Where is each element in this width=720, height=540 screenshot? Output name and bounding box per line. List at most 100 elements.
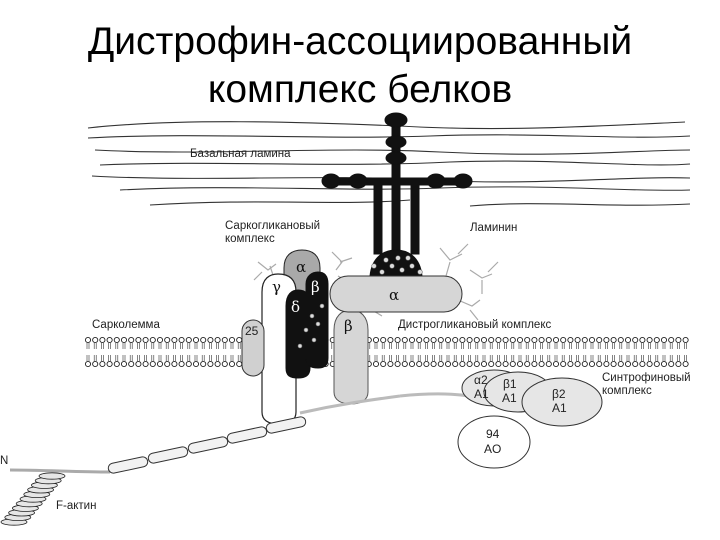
lipid-tail (216, 343, 219, 361)
lipid-tail (583, 343, 587, 361)
sarcospan-label: 25 (245, 324, 259, 338)
lipid-head (437, 336, 444, 344)
lipid-head (113, 360, 120, 368)
sg-delta-label: δ (291, 298, 300, 316)
lipid-tail (209, 343, 212, 361)
lipid-head (531, 360, 538, 368)
lipid-tail (381, 343, 385, 361)
lipid-head (171, 336, 178, 344)
lipid-tail (605, 343, 608, 361)
lipid-head (524, 360, 531, 368)
lipid-tail (180, 343, 183, 361)
lipid-head (120, 336, 128, 344)
lipid-tail (561, 343, 565, 361)
lipid-head (430, 336, 437, 344)
lipid-tail (144, 343, 147, 361)
lipid-tail (489, 343, 493, 361)
lipid-head (372, 360, 380, 368)
syn-a2-bottom: A1 (474, 387, 489, 401)
lipid-head (603, 360, 610, 368)
lipid-head (660, 336, 668, 344)
lipid-tail (453, 343, 457, 361)
lipid-head (221, 336, 228, 344)
lipid-head (236, 336, 243, 344)
slide-title: Дистрофин-ассоциированный комплекс белко… (0, 18, 720, 114)
lipid-head (452, 360, 459, 368)
lipid-head (372, 336, 380, 344)
alpha-dystroglycan (329, 275, 463, 313)
lipid-tail (597, 343, 601, 361)
syn-b2-bottom: A1 (552, 401, 567, 415)
lipid-tail (547, 343, 551, 361)
lipid-head (228, 336, 236, 344)
syn-b1-top: β1 (503, 377, 517, 391)
lipid-head (437, 360, 444, 368)
lipid-head (207, 360, 214, 368)
lipid-head (452, 336, 459, 344)
lipid-tail (655, 343, 659, 361)
dystrophin-rod (9, 392, 481, 474)
lipid-head (668, 336, 675, 344)
lipid-head (495, 336, 502, 344)
lipid-head (149, 360, 156, 368)
lipid-head (394, 336, 401, 344)
n-terminus-label: N (0, 455, 8, 467)
laminin-label: Ламинин (470, 222, 517, 234)
lipid-tail (230, 343, 234, 361)
lipid-head (524, 336, 531, 344)
lipid-tail (533, 343, 536, 361)
lipid-head (473, 360, 480, 368)
basal-lamina-label: Базальная ламина (190, 148, 291, 160)
syntrophin-label-1: Синтрофиновый (602, 372, 691, 384)
alpha-dg-label: α (389, 286, 399, 304)
lipid-head (473, 336, 480, 344)
lipid-head (588, 336, 596, 344)
sarcoglycan-delta (285, 289, 311, 379)
lipid-tail (410, 343, 414, 361)
lipid-head (178, 360, 185, 368)
lipid-head (99, 336, 106, 344)
lipid-tail (497, 343, 500, 361)
lipid-head (408, 360, 416, 368)
lipid-head (416, 360, 423, 368)
lipid-tail (108, 343, 111, 361)
lipid-head (682, 336, 689, 344)
lipid-tail (201, 343, 205, 361)
lipid-head (423, 360, 430, 368)
lipid-head (92, 336, 99, 344)
glycan-dots (297, 255, 423, 349)
lipid-tail (511, 343, 515, 361)
lipid-head (84, 336, 92, 344)
title-line-1: Дистрофин-ассоциированный (87, 20, 633, 63)
lipid-tail (439, 343, 443, 361)
lipid-tail (223, 343, 227, 361)
lipid-tail (165, 343, 169, 361)
sarcospan (241, 319, 265, 377)
lipid-tail (461, 343, 464, 361)
lipid-tail (569, 343, 572, 361)
lipid-head (142, 336, 149, 344)
lipid-head (545, 360, 552, 368)
lipid-head (502, 360, 509, 368)
lipid-tail (173, 343, 176, 361)
lipid-tail (129, 343, 133, 361)
lipid-tail (525, 343, 529, 361)
lipid-tail (403, 343, 407, 361)
lipid-head (596, 360, 603, 368)
lipid-head (653, 336, 660, 344)
lipid-head (466, 360, 473, 368)
sg-alpha-label: α (296, 258, 306, 276)
lipid-head (192, 336, 200, 344)
lipid-head (509, 360, 516, 368)
lipid-head (164, 336, 171, 344)
sarcoglycan-complex: α γ β δ 25 (241, 249, 329, 425)
lipid-head (675, 360, 682, 368)
lipid-head (552, 336, 560, 344)
lipid-head (106, 360, 113, 368)
lipid-head (221, 360, 228, 368)
lipid-head (430, 360, 437, 368)
lipid-head (192, 360, 200, 368)
lipid-head (639, 360, 646, 368)
dystrobrevin (457, 415, 531, 469)
